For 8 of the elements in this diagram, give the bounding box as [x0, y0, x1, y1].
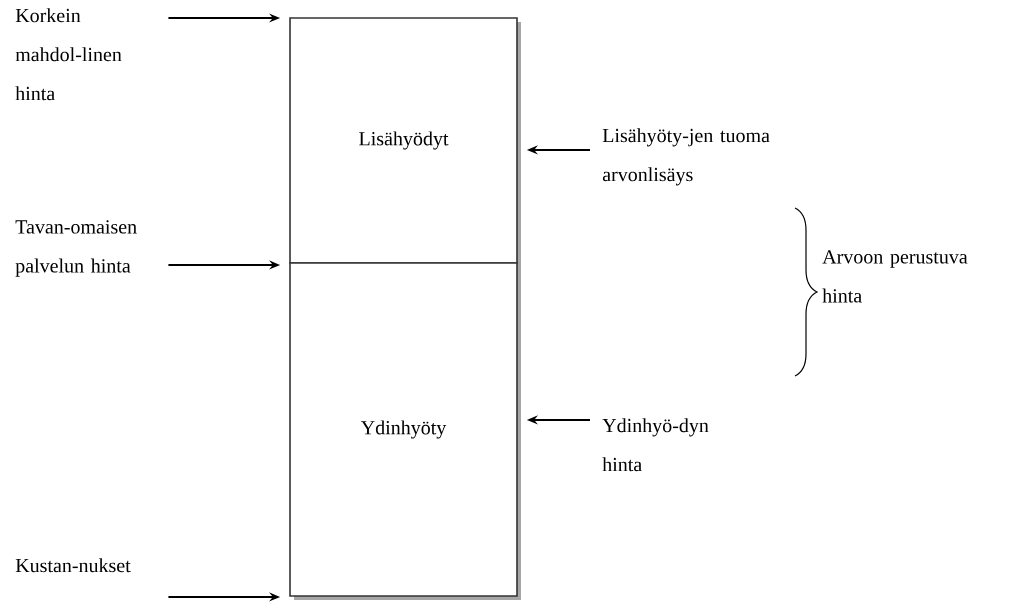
text-label: Lisähyöty-jen tuoma arvonlisäys	[602, 128, 770, 186]
text-label: Ydinhyö-dyn hinta	[602, 418, 709, 472]
text-label: Tavan-omaisen palvelun hinta	[15, 220, 137, 277]
text-label: Kustan-nukset	[15, 558, 131, 573]
box: Lisähyödyt	[289, 17, 521, 267]
text-label: Arvoon perustuva hinta	[822, 250, 968, 303]
box: Ydinhyöty	[289, 262, 521, 600]
text-label: Korkein mahdol-linen hinta	[15, 8, 122, 101]
